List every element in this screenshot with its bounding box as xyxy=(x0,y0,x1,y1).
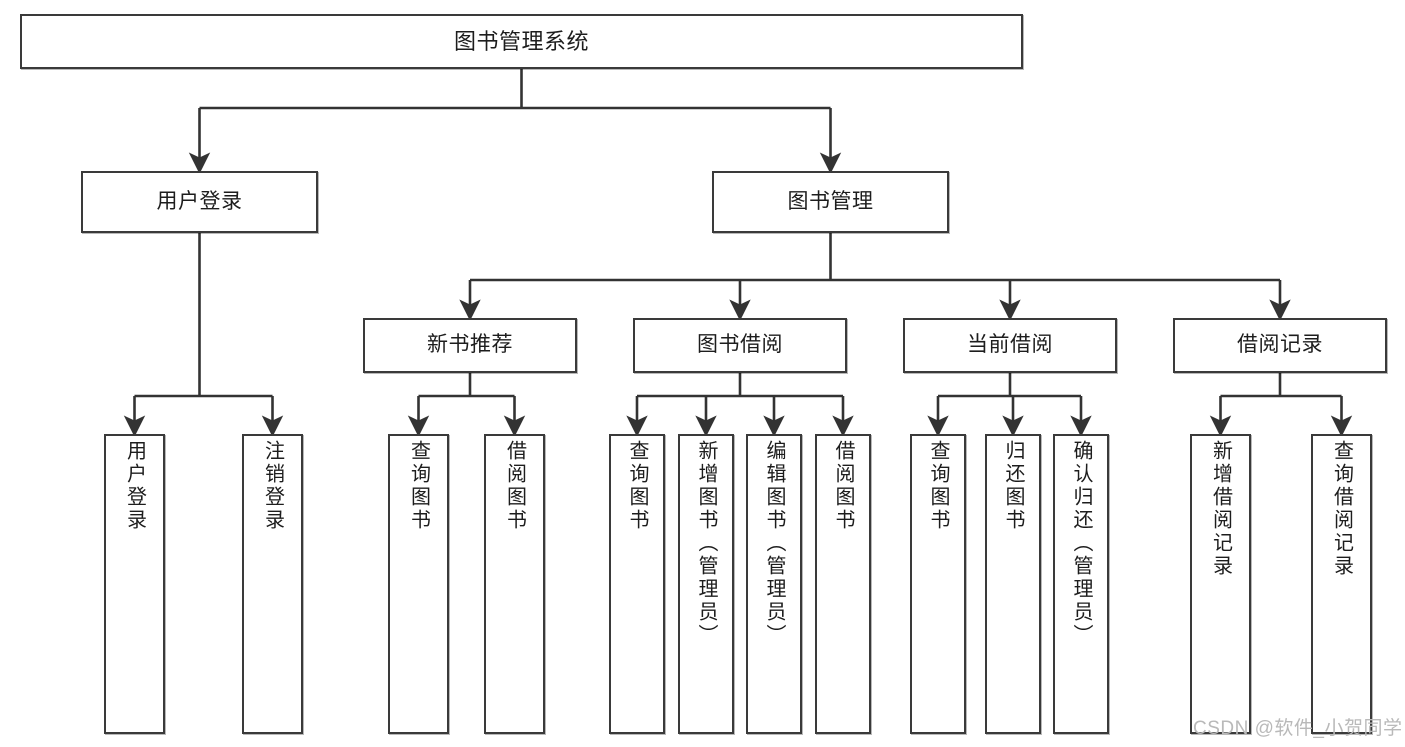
node-leaf-confirm-return[interactable]: 确认归还（管理员） xyxy=(1053,434,1109,734)
node-leaf-confirm-return-label: 确认归还（管理员） xyxy=(1070,440,1092,647)
node-borrow-record[interactable]: 借阅记录 xyxy=(1173,318,1387,373)
watermark: CSDN @软件_小贺同学 xyxy=(1193,718,1403,739)
node-leaf-user-login-label: 用户登录 xyxy=(123,440,146,532)
node-new-book-rec-label: 新书推荐 xyxy=(427,333,513,357)
node-leaf-user-login[interactable]: 用户登录 xyxy=(104,434,165,734)
node-leaf-cur-query[interactable]: 查询图书 xyxy=(910,434,966,734)
node-leaf-borrow-query-label: 查询图书 xyxy=(626,440,648,532)
node-leaf-return[interactable]: 归还图书 xyxy=(985,434,1041,734)
node-leaf-user-logout[interactable]: 注销登录 xyxy=(242,434,303,734)
node-leaf-cur-query-label: 查询图书 xyxy=(927,440,949,532)
node-leaf-book-borrow[interactable]: 借阅图书 xyxy=(815,434,871,734)
node-leaf-book-edit-label: 编辑图书（管理员） xyxy=(763,440,785,647)
node-leaf-record-add-label: 新增借阅记录 xyxy=(1209,440,1232,578)
node-leaf-book-add-label: 新增图书（管理员） xyxy=(695,440,717,647)
node-leaf-record-add[interactable]: 新增借阅记录 xyxy=(1190,434,1251,734)
node-current-borrow[interactable]: 当前借阅 xyxy=(903,318,1117,373)
node-leaf-rec-query[interactable]: 查询图书 xyxy=(388,434,449,734)
node-user-login-label: 用户登录 xyxy=(156,189,243,213)
node-root[interactable]: 图书管理系统 xyxy=(20,14,1023,69)
node-leaf-user-logout-label: 注销登录 xyxy=(261,440,284,532)
node-leaf-rec-borrow[interactable]: 借阅图书 xyxy=(484,434,545,734)
node-leaf-rec-borrow-label: 借阅图书 xyxy=(503,440,526,532)
node-root-label: 图书管理系统 xyxy=(453,28,589,54)
node-leaf-book-edit[interactable]: 编辑图书（管理员） xyxy=(746,434,802,734)
node-leaf-book-borrow-label: 借阅图书 xyxy=(832,440,854,532)
node-leaf-book-add[interactable]: 新增图书（管理员） xyxy=(678,434,734,734)
node-book-borrow-label: 图书借阅 xyxy=(697,333,783,357)
node-leaf-record-query[interactable]: 查询借阅记录 xyxy=(1311,434,1372,734)
node-book-manage[interactable]: 图书管理 xyxy=(712,171,949,233)
node-leaf-rec-query-label: 查询图书 xyxy=(407,440,430,532)
node-book-borrow[interactable]: 图书借阅 xyxy=(633,318,847,373)
node-current-borrow-label: 当前借阅 xyxy=(967,333,1053,357)
node-leaf-return-label: 归还图书 xyxy=(1002,440,1024,532)
node-new-book-rec[interactable]: 新书推荐 xyxy=(363,318,577,373)
node-user-login[interactable]: 用户登录 xyxy=(81,171,318,233)
node-leaf-borrow-query[interactable]: 查询图书 xyxy=(609,434,665,734)
node-book-manage-label: 图书管理 xyxy=(787,189,874,213)
node-leaf-record-query-label: 查询借阅记录 xyxy=(1330,440,1353,578)
node-borrow-record-label: 借阅记录 xyxy=(1237,333,1323,357)
